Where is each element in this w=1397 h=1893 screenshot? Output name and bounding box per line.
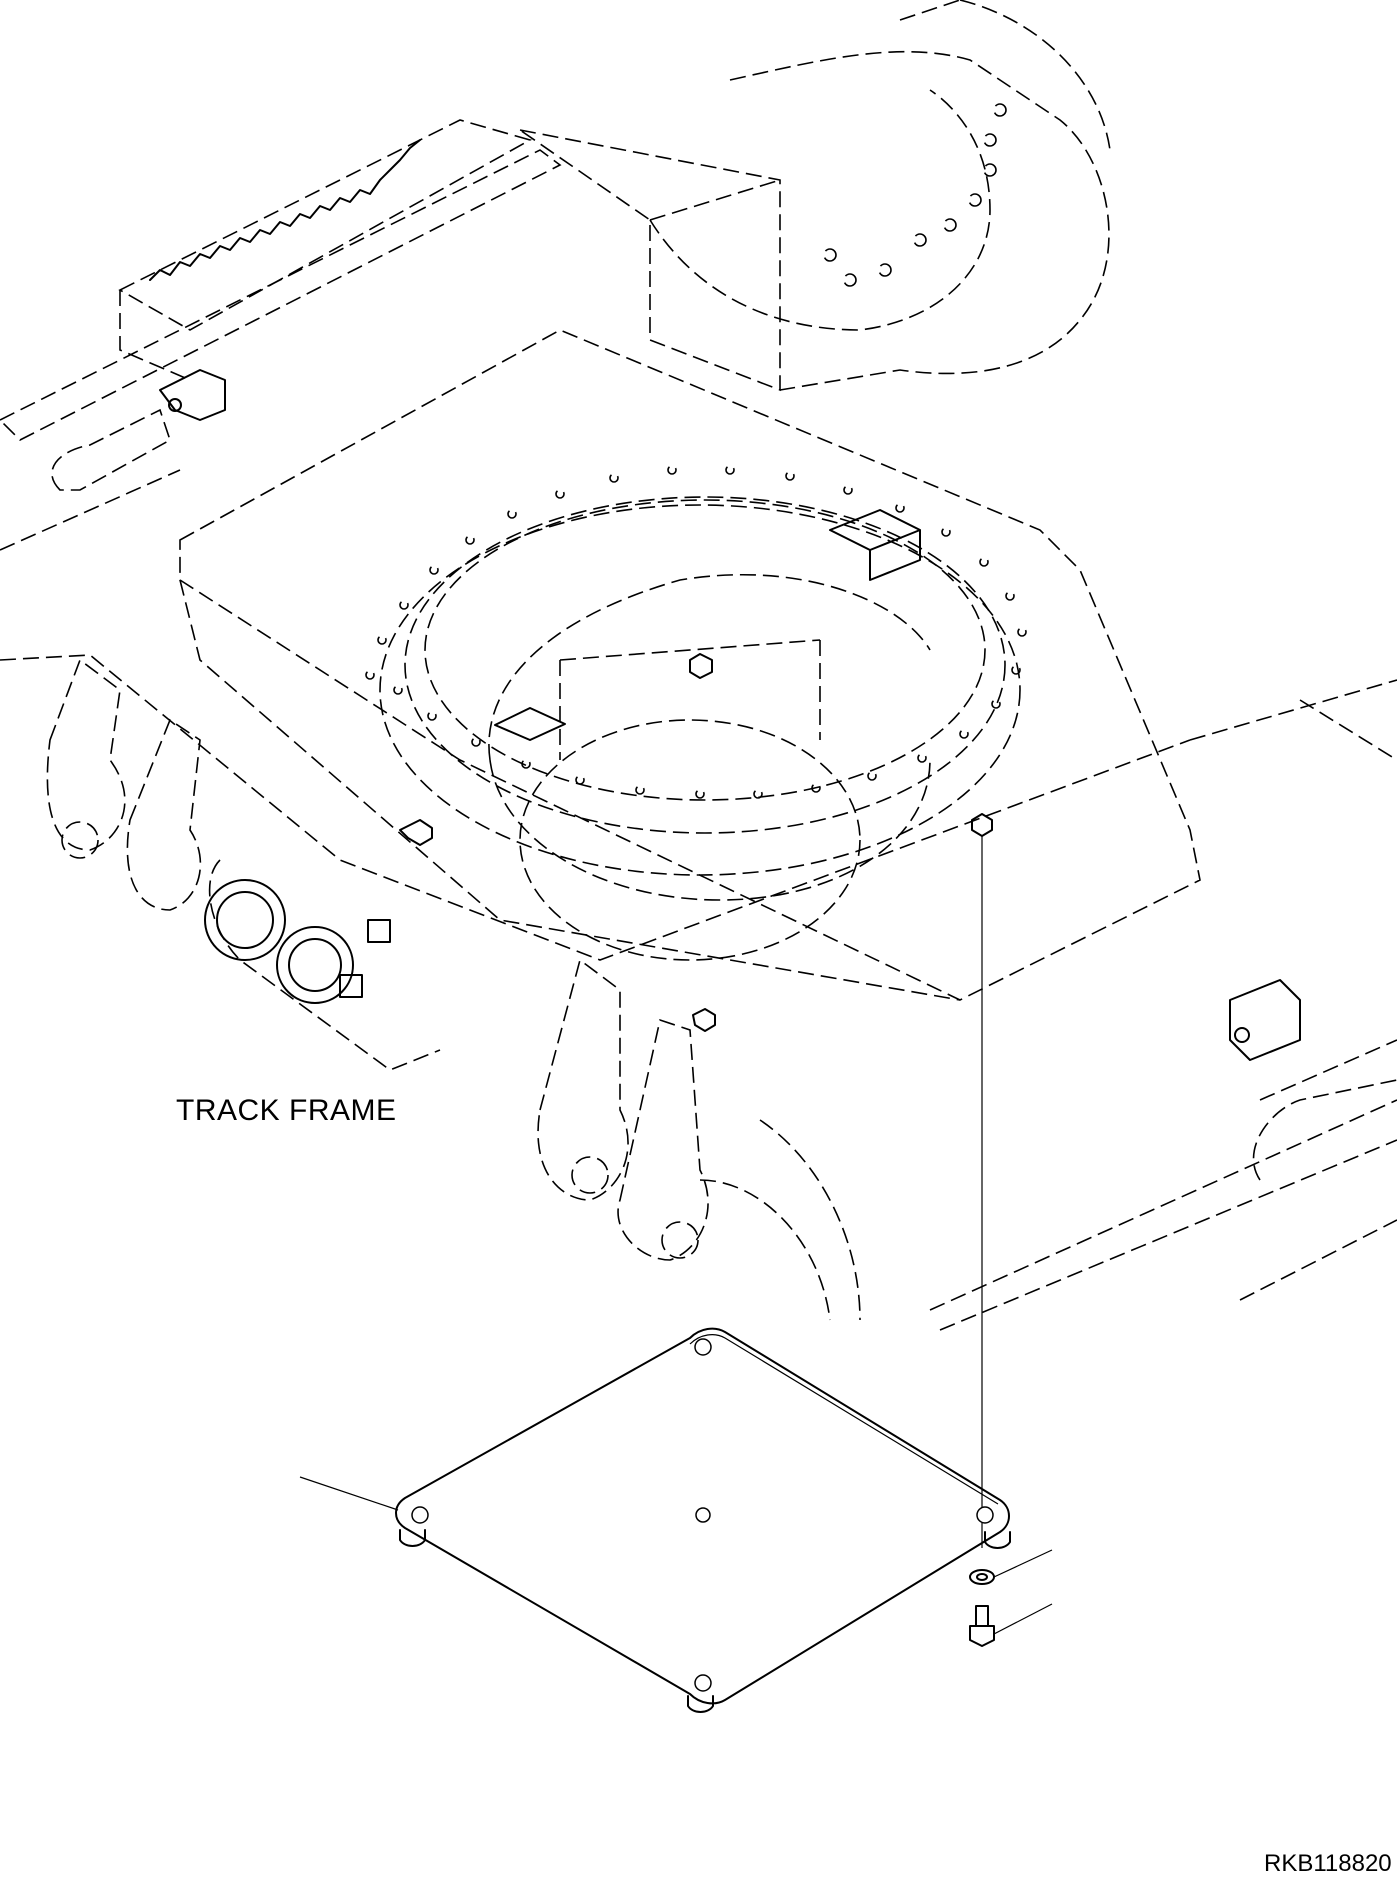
drawing-number: RKB118820 [1264, 1850, 1392, 1877]
frame-center-nut [971, 813, 993, 837]
frame-nut-blocks [159, 369, 1301, 1061]
lug-bores [61, 821, 699, 1259]
track-frame-outline [0, 0, 1397, 1331]
bolt [969, 1603, 1053, 1647]
cover-plate [299, 1327, 1011, 1713]
washer [969, 1549, 1053, 1585]
component-label: TRACK FRAME [176, 1094, 397, 1127]
